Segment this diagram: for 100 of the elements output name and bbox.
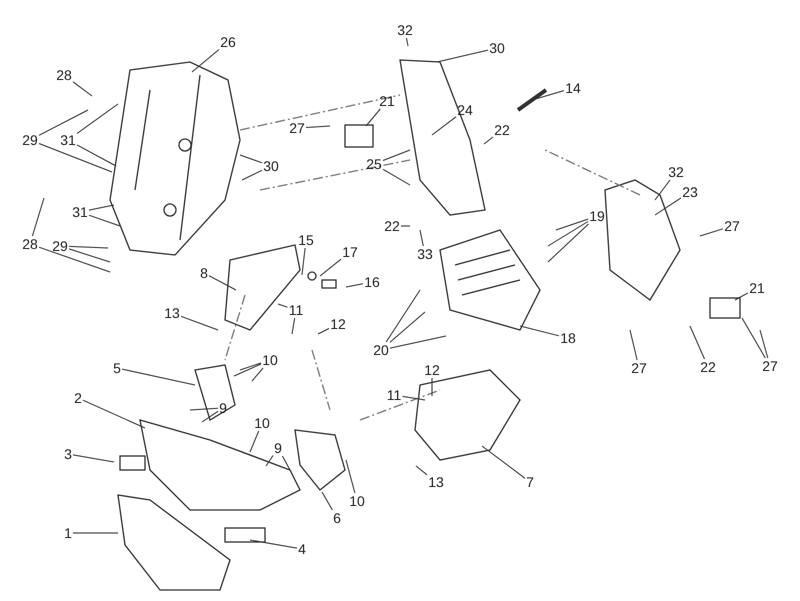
callout-number: 10	[348, 493, 366, 509]
callout-number: 5	[112, 360, 122, 376]
callout-number: 20	[372, 342, 390, 358]
callout-number: 32	[667, 164, 685, 180]
leader-line	[76, 144, 116, 166]
callout-number: 30	[488, 40, 506, 56]
leader-line	[72, 532, 118, 534]
callout-number: 10	[261, 352, 279, 368]
leader-line	[38, 143, 112, 172]
callout-number: 28	[55, 67, 73, 83]
callout-number: 2	[73, 390, 83, 406]
leader-line	[278, 304, 288, 308]
leader-line	[208, 275, 236, 290]
callout-number: 22	[699, 359, 717, 375]
leader-line	[76, 104, 118, 134]
leader-line	[390, 336, 446, 349]
callout-number: 19	[588, 208, 606, 224]
callout-number: 18	[559, 330, 577, 346]
leader-line	[700, 228, 724, 236]
leader-line	[72, 454, 114, 462]
callout-number: 31	[71, 204, 89, 220]
leader-line	[406, 38, 408, 46]
leader-line	[68, 246, 108, 248]
leader-line	[366, 108, 381, 126]
callout-number: 6	[332, 510, 342, 526]
callout-number: 27	[630, 360, 648, 376]
leader-line	[548, 221, 588, 246]
leader-line	[302, 248, 306, 276]
leader-line	[250, 540, 298, 549]
callout-number: 4	[297, 541, 307, 557]
leader-line	[402, 396, 426, 400]
callout-number: 12	[423, 362, 441, 378]
leader-line	[322, 492, 333, 510]
leader-line	[88, 214, 120, 226]
leader-line	[192, 49, 220, 72]
leader-line	[760, 330, 768, 358]
leader-line	[190, 408, 218, 410]
leader-line	[734, 292, 748, 300]
leader-line	[436, 50, 488, 62]
callout-number: 27	[288, 120, 306, 136]
leader-line	[82, 400, 146, 428]
callout-number: 8	[199, 265, 209, 281]
leader-line	[382, 168, 410, 186]
callout-number: 33	[416, 246, 434, 262]
leader-line	[38, 246, 110, 272]
callout-number: 12	[329, 316, 347, 332]
leader-line	[234, 364, 262, 376]
leader-line	[72, 81, 92, 96]
callout-number: 13	[163, 305, 181, 321]
leader-line	[252, 368, 264, 382]
callout-number: 29	[21, 132, 39, 148]
callout-number: 9	[218, 400, 228, 416]
leader-line	[282, 456, 290, 470]
callout-number: 32	[396, 22, 414, 38]
leader-line	[346, 283, 364, 288]
callout-number: 30	[262, 158, 280, 174]
leader-line	[386, 290, 420, 342]
leader-line	[88, 204, 114, 211]
leader-line	[548, 224, 589, 262]
leader-line	[742, 318, 766, 358]
leader-line	[520, 326, 560, 336]
leader-line	[242, 170, 262, 180]
leader-line	[32, 198, 44, 236]
callout-number: 28	[21, 236, 39, 252]
callout-number: 22	[493, 122, 511, 138]
leader-line	[556, 218, 588, 230]
callout-number: 23	[681, 184, 699, 200]
callout-number: 24	[456, 102, 474, 118]
leader-line	[320, 258, 342, 276]
callout-number: 16	[363, 274, 381, 290]
callout-number: 31	[59, 132, 77, 148]
leader-line	[38, 110, 88, 136]
callout-number: 15	[297, 232, 315, 248]
callout-number: 13	[427, 474, 445, 490]
leader-line	[180, 316, 218, 330]
callout-number: 26	[219, 34, 237, 50]
leader-line	[690, 326, 705, 360]
leader-line	[240, 154, 262, 164]
leader-line	[654, 180, 670, 200]
callout-number: 25	[365, 156, 383, 172]
callout-number: 9	[273, 440, 283, 456]
leader-line	[484, 136, 494, 144]
callout-number: 21	[378, 93, 396, 109]
leader-line	[122, 368, 196, 386]
callout-number: 17	[341, 244, 359, 260]
leader-line	[250, 430, 260, 452]
leader-line	[382, 150, 410, 161]
callout-number: 11	[386, 387, 402, 403]
leader-line	[420, 230, 424, 246]
leader-line	[416, 466, 428, 476]
leader-line	[346, 460, 356, 494]
callout-number: 27	[761, 358, 779, 374]
callout-number: 11	[288, 302, 304, 318]
leader-line	[390, 312, 426, 343]
leader-line	[202, 410, 218, 422]
callout-number: 10	[253, 415, 271, 431]
leader-line	[630, 330, 638, 360]
leader-line	[482, 446, 526, 479]
leader-line	[292, 318, 296, 334]
callout-number: 22	[383, 218, 401, 234]
